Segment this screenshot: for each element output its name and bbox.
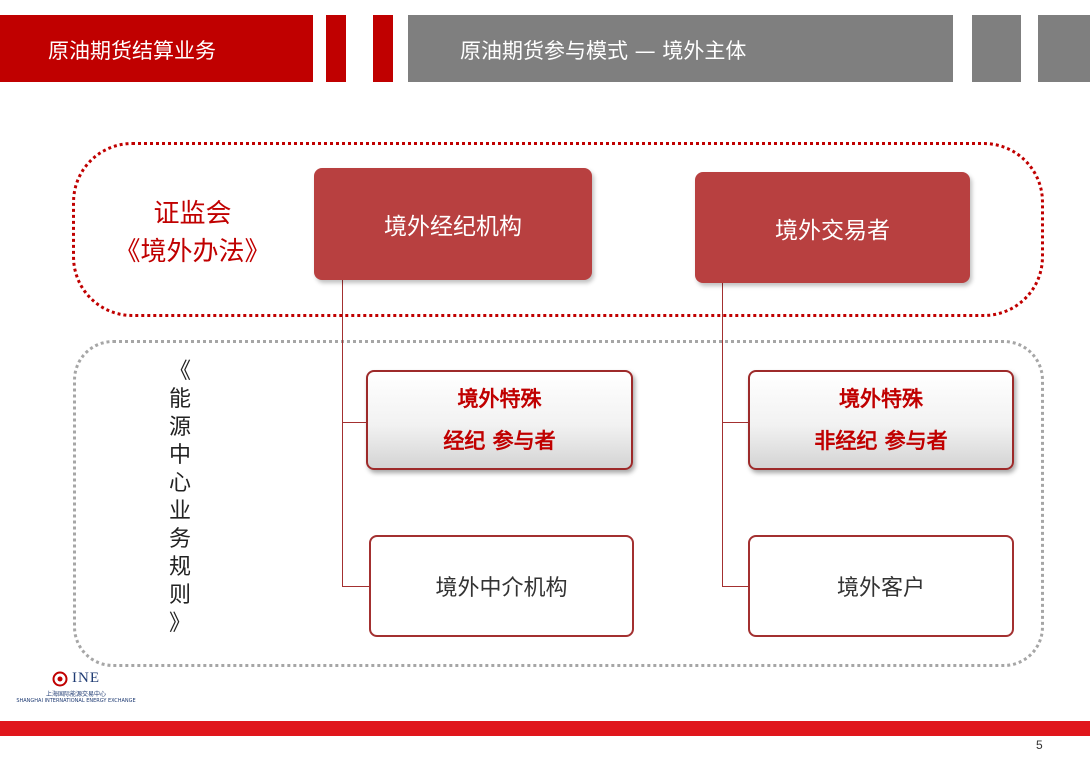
rules-char: 业 <box>168 499 191 524</box>
ine-logo-icon <box>52 671 68 686</box>
connector-line <box>342 280 343 586</box>
box-special-nonbroker-participant: 境外特殊 非经纪 参与者 <box>748 370 1014 470</box>
logo-name: INE <box>72 670 100 686</box>
connector-line <box>342 586 370 587</box>
slide-title: 原油期货参与模式 — 境外主体 <box>460 39 747 63</box>
header-stripe <box>326 15 346 82</box>
ine-logo: INE 上海国际能源交易中心 SHANGHAI INTERNATIONAL EN… <box>6 670 146 704</box>
footer-bar <box>0 721 1090 736</box>
rules-char: 《 <box>168 359 191 384</box>
header-gray-square <box>1038 15 1090 82</box>
box-overseas-client: 境外客户 <box>748 535 1014 637</box>
regulator-name: 证监会 <box>153 199 232 229</box>
box-overseas-intermediary: 境外中介机构 <box>369 535 634 637</box>
rules-char: 》 <box>168 611 191 636</box>
rules-char: 务 <box>168 527 191 552</box>
regulator-rule: 《境外办法》 <box>114 237 271 267</box>
rules-char: 中 <box>168 443 191 468</box>
rules-char: 心 <box>168 471 191 496</box>
rules-char: 能 <box>168 387 191 412</box>
rules-char: 则 <box>168 583 191 608</box>
box-label: 境外特殊 <box>839 387 923 411</box>
box-overseas-broker: 境外经纪机构 <box>314 168 592 280</box>
section-title: 原油期货结算业务 <box>48 39 216 63</box>
rules-vertical-label: 《 能 源 中 心 业 务 规 则 》 <box>160 358 200 638</box>
regulator-label: 证监会 《境外办法》 <box>100 195 285 271</box>
box-label: 非经纪 参与者 <box>814 429 948 453</box>
header-title-block: 原油期货结算业务 <box>0 15 313 82</box>
connector-line <box>722 586 750 587</box>
box-label: 境外中介机构 <box>435 576 568 601</box>
header-gray-square <box>972 15 1021 82</box>
logo-en-text: SHANGHAI INTERNATIONAL ENERGY EXCHANGE <box>16 698 136 704</box>
box-label: 经纪 参与者 <box>443 429 556 453</box>
rules-char: 源 <box>168 415 191 440</box>
connector-line <box>342 422 368 423</box>
csrc-region <box>72 142 1044 317</box>
rules-char: 规 <box>168 555 191 580</box>
box-label: 境外经纪机构 <box>384 214 522 240</box>
header-subtitle-block: 原油期货参与模式 — 境外主体 <box>408 15 953 82</box>
connector-line <box>722 422 750 423</box>
box-label: 境外特殊 <box>457 387 542 411</box>
header-stripe <box>373 15 393 82</box>
connector-line <box>722 283 723 586</box>
box-label: 境外交易者 <box>775 217 890 244</box>
box-overseas-trader: 境外交易者 <box>695 172 970 283</box>
box-label: 境外客户 <box>836 576 925 601</box>
box-special-broker-participant: 境外特殊 经纪 参与者 <box>366 370 633 470</box>
page-number: 5 <box>1036 738 1043 752</box>
logo-cn-text: 上海国际能源交易中心 <box>45 691 106 698</box>
ine-rules-region <box>73 340 1044 667</box>
